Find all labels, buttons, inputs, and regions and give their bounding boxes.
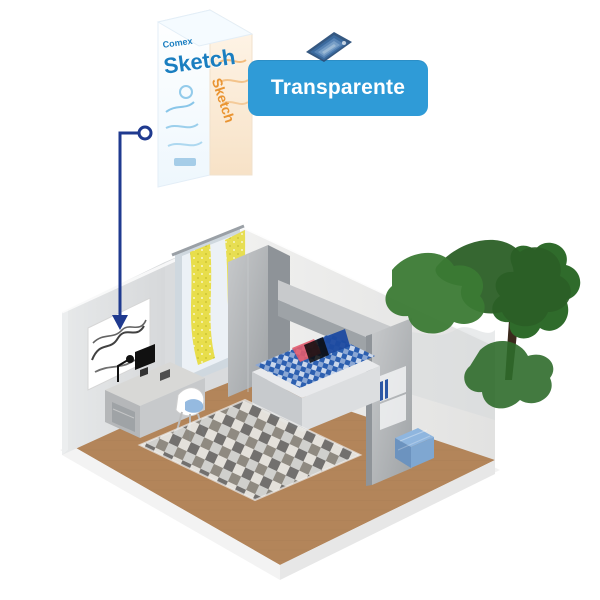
badge-label: Transparente — [270, 76, 406, 99]
ottoman — [395, 428, 434, 468]
product-box — [156, 9, 254, 188]
pointer — [112, 125, 153, 330]
tree — [385, 239, 581, 409]
wall-poster — [87, 297, 151, 391]
color-palette-icon — [306, 32, 352, 62]
transparente-badge: Transparente — [248, 60, 428, 116]
bedroom-furniture — [228, 245, 412, 486]
rug — [137, 398, 363, 502]
